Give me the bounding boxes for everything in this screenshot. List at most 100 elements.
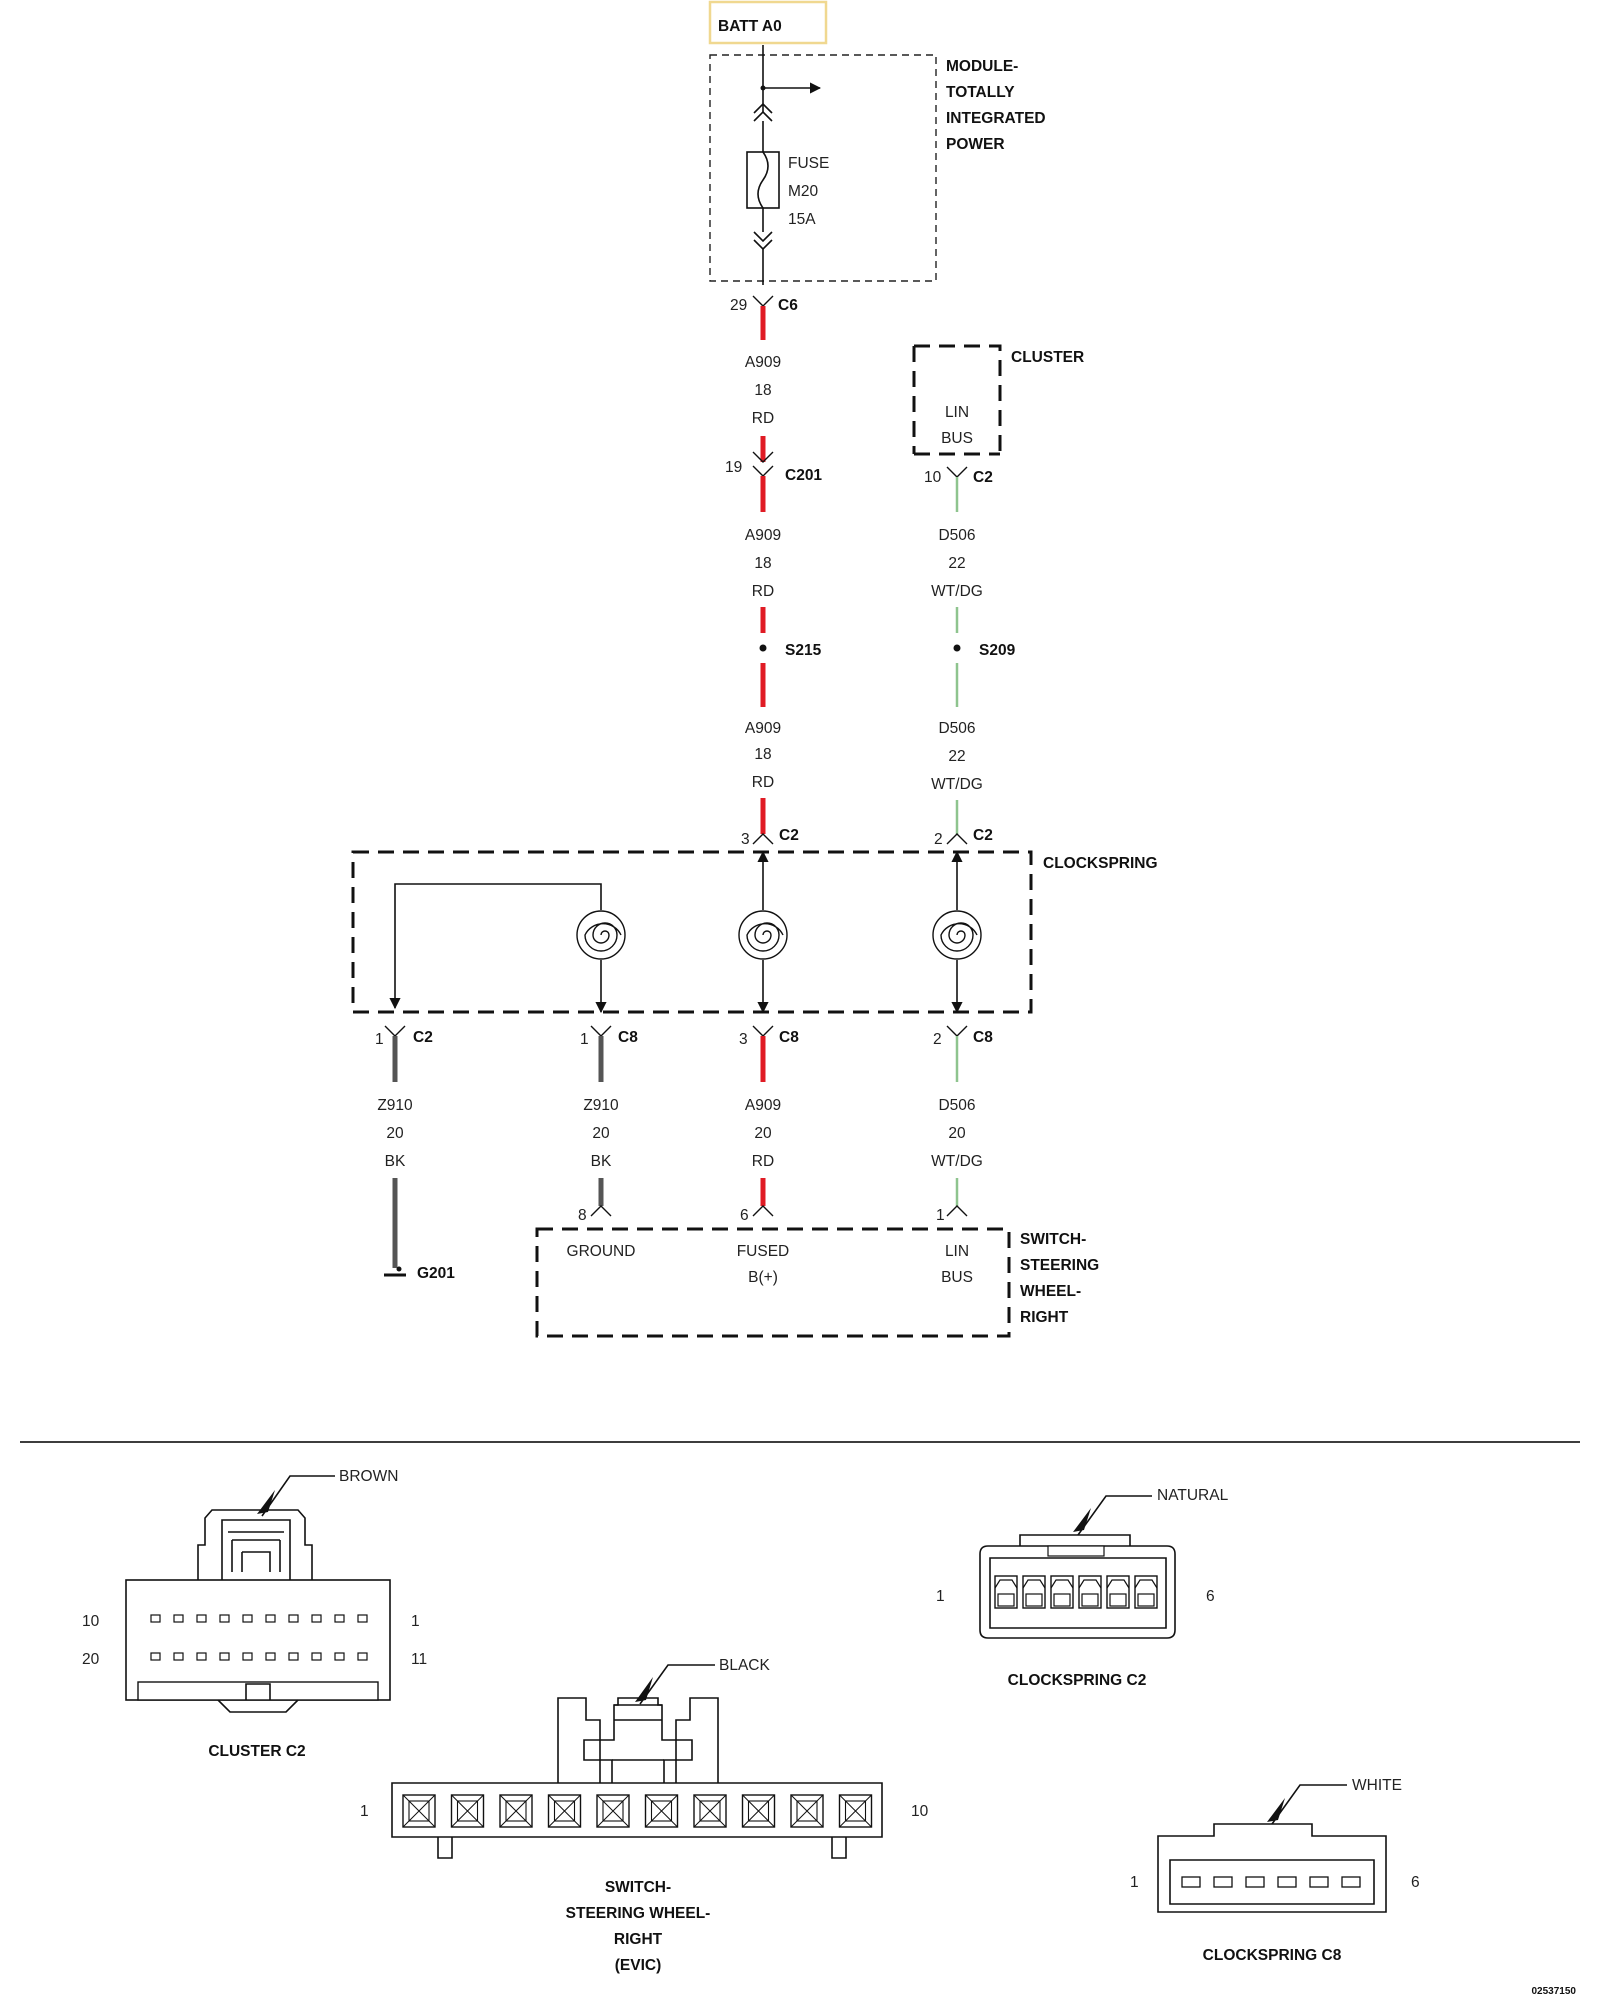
svg-text:6: 6 [740,1207,749,1224]
connector-clockspring-c8-pin2: 2 C8 [933,1025,993,1048]
wire-label-a909-1: A909 18 RD [745,354,781,427]
clockspring-c8-view [1157,1784,1387,1913]
cluster-c2-cavity [311,1614,322,1623]
svg-text:(EVIC): (EVIC) [615,1957,662,1974]
svg-text:WT/DG: WT/DG [931,776,983,793]
svg-text:22: 22 [948,555,965,572]
connector-clockspring-c2-pin1: 1 C2 [375,1025,433,1048]
svg-text:RIGHT: RIGHT [1020,1309,1069,1326]
cluster-c2-cavity [334,1652,345,1661]
cluster-c2-view [125,1475,391,1713]
wire-label-a909-4: A909 20 RD [745,1097,781,1170]
cluster-box [912,344,1002,456]
svg-text:D506: D506 [938,720,975,737]
wire-label-a909-3: A909 18 RD [745,720,781,791]
module-title: MODULE- TOTALLY INTEGRATED POWER [946,58,1046,153]
cluster-c2-cavity [196,1652,207,1661]
cluster-c2-cavity [265,1652,276,1661]
splice-s215 [759,644,767,652]
clockspring-c2-pin-1: 1 [936,1588,945,1605]
svg-text:C8: C8 [618,1029,638,1046]
clockspring-c8-color: WHITE [1352,1777,1402,1794]
clockspring-c2-view [979,1495,1176,1639]
connector-clockspring-c2-pin3: 3 C2 [741,827,799,848]
batt-box [708,0,828,45]
svg-text:2: 2 [933,1031,942,1048]
connector-clockspring-c8-pin3: 3 C8 [739,1025,799,1048]
svg-text:C2: C2 [413,1029,433,1046]
svg-text:STEERING WHEEL-: STEERING WHEEL- [566,1905,711,1922]
svg-text:20: 20 [592,1125,610,1142]
splice-s209-label: S209 [979,642,1016,659]
svg-text:22: 22 [948,748,965,765]
cluster-c2-cavity [196,1614,207,1623]
cluster-c2-cavity [173,1614,184,1623]
clockspring-box [351,850,1033,1014]
svg-text:3: 3 [741,831,750,848]
svg-text:RD: RD [752,410,774,427]
svg-text:18: 18 [754,746,771,763]
svg-text:D506: D506 [938,527,975,544]
svg-text:A909: A909 [745,1097,781,1114]
clockspring-c8-title: CLOCKSPRING C8 [1203,1947,1342,1964]
svg-text:C6: C6 [778,297,798,314]
cluster-c2-cavity [311,1652,322,1661]
svg-text:RD: RD [752,583,774,600]
svg-text:BK: BK [385,1153,406,1170]
svg-text:20: 20 [948,1125,966,1142]
svg-text:18: 18 [754,382,771,399]
pin-label-fused: FUSED B(+) [737,1243,790,1286]
cluster-c2-pin-11: 11 [411,1651,427,1668]
cluster-c2-pin-1: 1 [411,1613,420,1630]
svg-text:C2: C2 [973,469,993,486]
svg-text:Z910: Z910 [377,1097,413,1114]
module-box [709,54,937,282]
clockspring-coil-lin [932,910,982,960]
cluster-title: CLUSTER [1011,349,1084,366]
svg-text:WT/DG: WT/DG [931,583,983,600]
wire-label-d506-1: D506 22 WT/DG [931,527,983,600]
splice-s215-label: S215 [785,642,822,659]
cluster-c2-pin-10: 10 [82,1613,100,1630]
svg-text:TOTALLY: TOTALLY [946,84,1015,101]
svg-text:Z910: Z910 [583,1097,619,1114]
cluster-c2-cavity [334,1614,345,1623]
switch-connector-color: BLACK [719,1657,770,1674]
cluster-pin-label: LIN BUS [941,404,973,447]
svg-text:15A: 15A [788,211,816,228]
cluster-c2-cavity [288,1614,299,1623]
cluster-c2-cavity [265,1614,276,1623]
ground-symbol [384,1266,406,1277]
cluster-c2-cavity [219,1614,230,1623]
svg-text:SWITCH-: SWITCH- [605,1879,671,1896]
connector-switch-pin6: 6 [740,1205,774,1224]
svg-text:A909: A909 [745,527,781,544]
clockspring-c8-pin-1: 1 [1130,1874,1139,1891]
fuse-label: FUSE M20 15A [788,155,829,228]
clockspring-c8-cavity [1341,1876,1361,1888]
svg-text:STEERING: STEERING [1020,1257,1099,1274]
svg-text:10: 10 [924,469,942,486]
cluster-c2-pin-20: 20 [82,1651,100,1668]
ground-label: G201 [417,1265,455,1282]
svg-text:C8: C8 [779,1029,799,1046]
svg-text:3: 3 [739,1031,748,1048]
clockspring-c2-pin-6: 6 [1206,1588,1215,1605]
connector-clockspring-c2-pin2: 2 C2 [934,827,993,848]
svg-text:POWER: POWER [946,136,1005,153]
document-number: 02537150 [1532,1986,1577,1997]
clockspring-c8-cavity [1181,1876,1201,1888]
svg-text:M20: M20 [788,183,819,200]
switch-connector-view [391,1664,883,1859]
clockspring-c8-cavity [1245,1876,1265,1888]
pin-label-lin: LIN BUS [941,1243,973,1286]
clockspring-c2-title: CLOCKSPRING C2 [1008,1672,1147,1689]
svg-text:2: 2 [934,831,943,848]
svg-text:19: 19 [725,459,742,476]
svg-text:LIN: LIN [945,1243,969,1260]
wire-label-d506-3: D506 20 WT/DG [931,1097,983,1170]
clockspring-c2-color: NATURAL [1157,1487,1229,1504]
cluster-c2-cavity [288,1652,299,1661]
svg-text:D506: D506 [938,1097,975,1114]
svg-text:1: 1 [375,1031,384,1048]
